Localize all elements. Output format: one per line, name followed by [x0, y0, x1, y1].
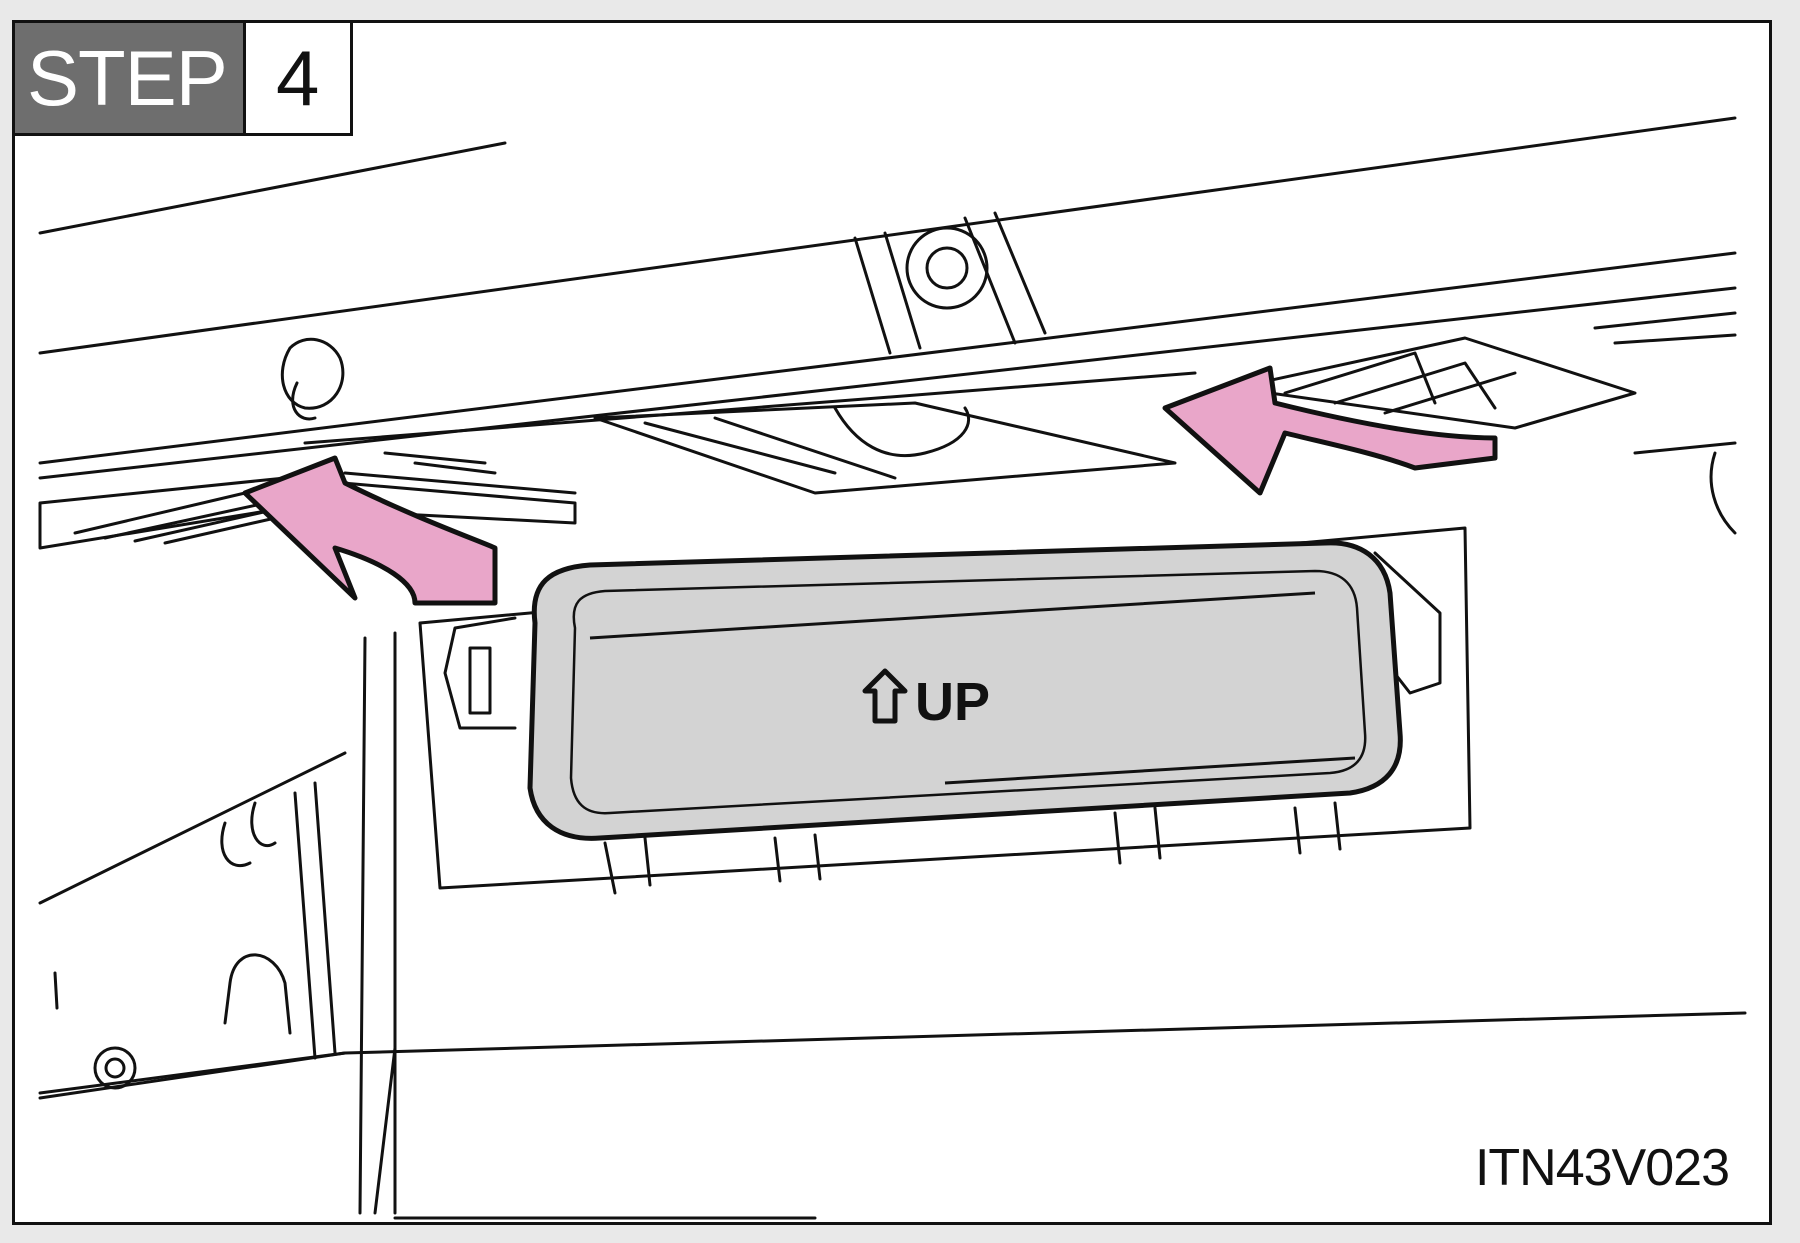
- panel-edge-line: [38, 251, 1737, 465]
- cover-tab-left: [443, 616, 517, 730]
- figure-code: ITN43V023: [1474, 1139, 1730, 1197]
- dashboard-illustration: UP: [38, 116, 1747, 1220]
- clip-icon: [280, 337, 345, 410]
- step-badge: STEP 4: [15, 23, 353, 136]
- panel-edge-line: [38, 116, 1737, 355]
- mount-bracket: [853, 211, 1047, 355]
- panel-edge-line: [303, 371, 1197, 445]
- lower-panel-edge: [38, 1011, 1747, 1100]
- step-label: STEP: [15, 23, 243, 133]
- up-arrow-icon: [862, 668, 908, 724]
- cover-up-label: UP: [915, 672, 990, 732]
- center-vent: [593, 401, 1177, 495]
- screw-icon: [905, 226, 989, 310]
- step-number: 4: [242, 23, 350, 133]
- right-vent: [1233, 336, 1637, 430]
- panel-edge-line: [38, 141, 507, 235]
- fuse-box-cover[interactable]: [527, 540, 1403, 841]
- release-arrow-right: [1162, 365, 1498, 496]
- screw-icon-inner: [925, 246, 969, 290]
- release-arrow-left: [242, 455, 498, 606]
- panel-edge-line: [38, 286, 1737, 480]
- illustration-frame: STEP 4: [12, 20, 1772, 1225]
